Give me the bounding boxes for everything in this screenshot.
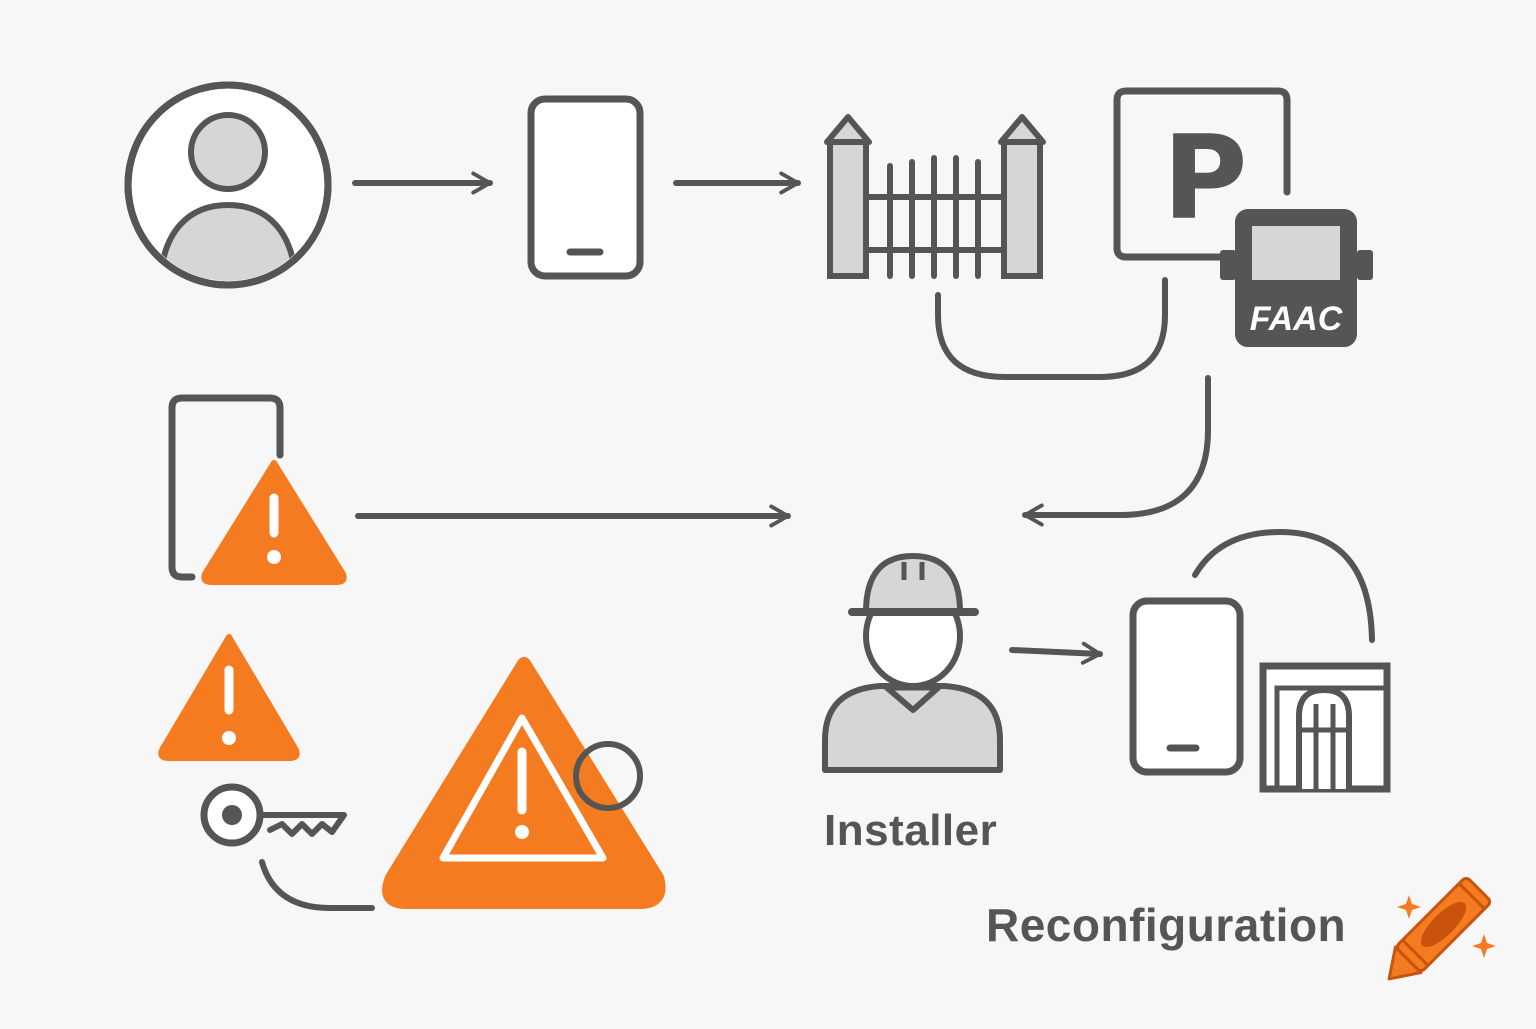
user-avatar-icon <box>124 81 332 289</box>
arrow-controller-to-installer <box>1022 375 1211 527</box>
connector-key <box>259 859 375 911</box>
faac-brand-text: FAAC <box>1250 300 1343 338</box>
faac-controller-icon: FAAC <box>1220 209 1373 347</box>
reconfiguration-label: Reconfiguration <box>986 899 1347 951</box>
large-warning-icon <box>382 657 666 909</box>
crayon-logo-icon <box>1387 876 1496 981</box>
smartphone-icon <box>527 95 644 280</box>
warning-icon <box>158 634 300 761</box>
phone-gate-icon <box>1129 528 1391 793</box>
installer-label: Installer <box>824 806 998 855</box>
connector-gate-controller <box>935 277 1168 380</box>
parking-letter: P <box>1162 111 1247 246</box>
phone-warning-icon <box>168 394 347 585</box>
installer-icon <box>822 553 1003 773</box>
key-icon <box>200 783 347 847</box>
gate-icon <box>824 114 1046 279</box>
arrow-installer-to-device <box>1009 641 1103 665</box>
parking-sign-icon: P <box>1113 87 1291 261</box>
